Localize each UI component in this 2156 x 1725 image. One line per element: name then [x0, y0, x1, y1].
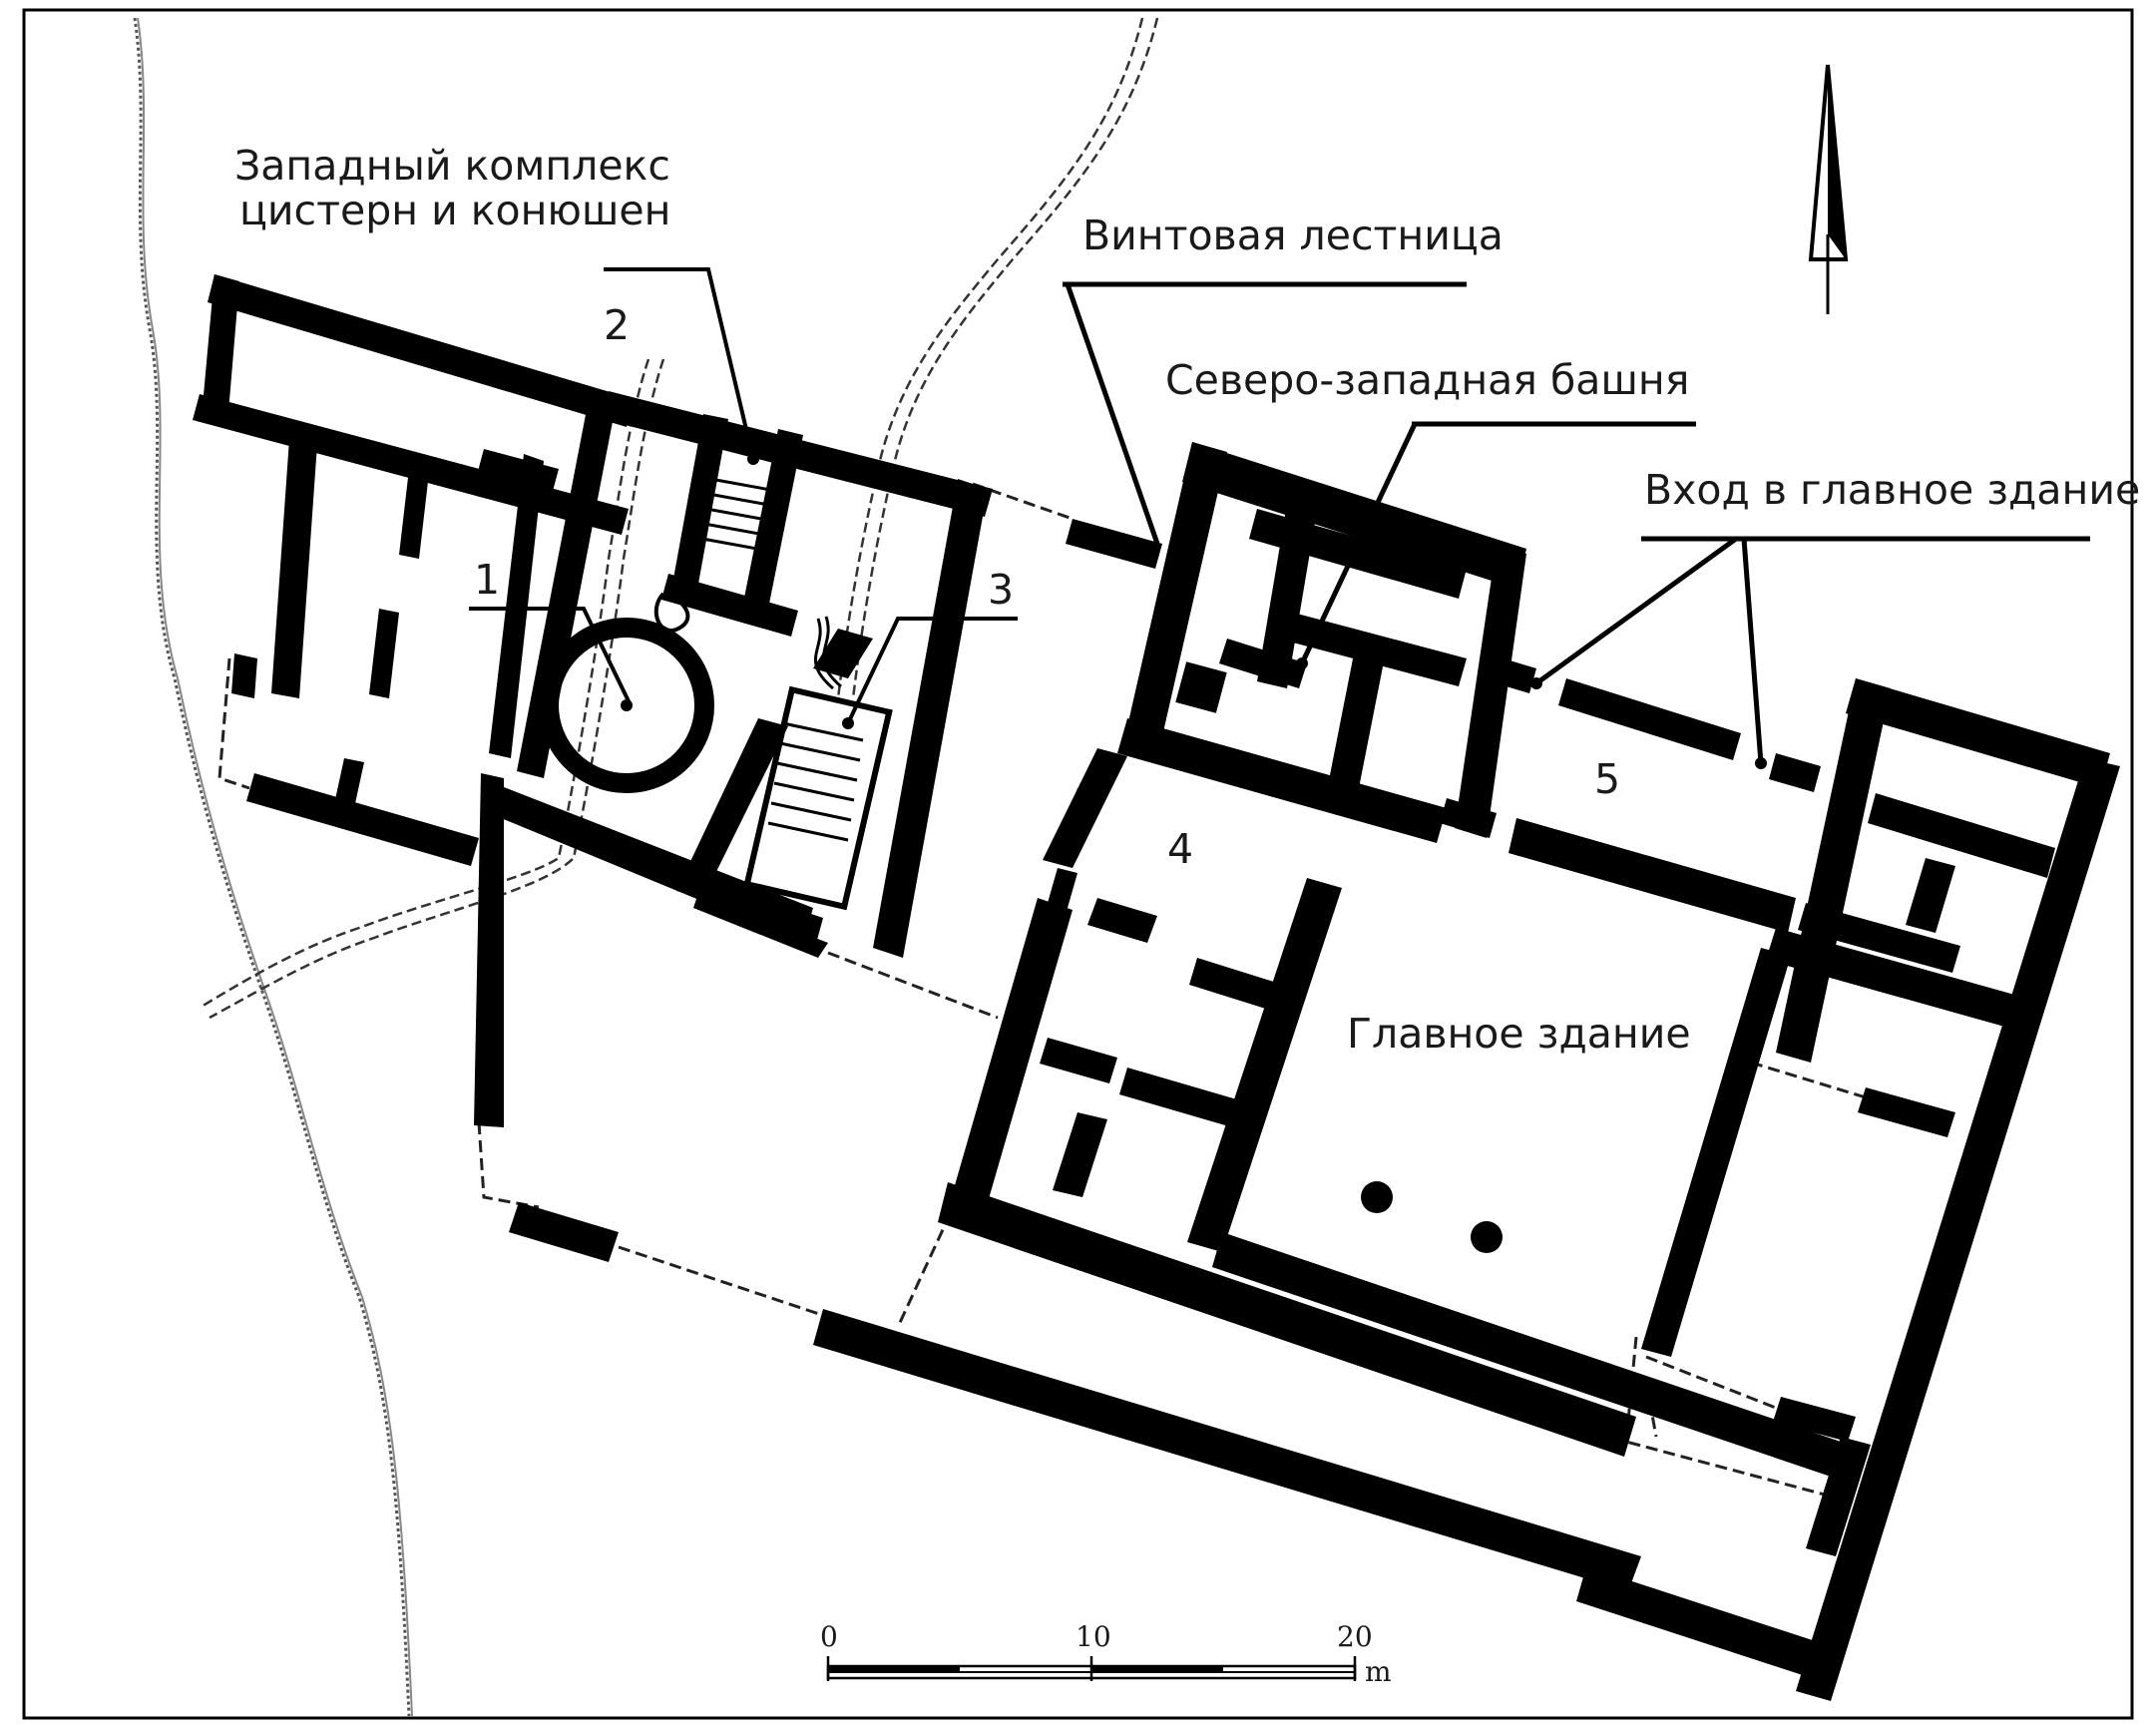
south-wall — [509, 1202, 1831, 1681]
main-building-walls — [938, 653, 2120, 1701]
column — [1471, 1221, 1503, 1253]
room-number-2: 2 — [604, 301, 630, 349]
scale-tick-20: 20 — [1337, 1620, 1373, 1653]
leader-lines — [469, 267, 2090, 769]
north-arrow-icon — [1808, 64, 1849, 314]
plan-frame — [22, 8, 2134, 1720]
path-lines — [199, 17, 1159, 1020]
room-number-1: 1 — [474, 556, 500, 604]
column — [1361, 1181, 1393, 1213]
scale-tick-0: 0 — [820, 1620, 838, 1653]
stairs-3-frame — [743, 685, 893, 911]
scale-tick-10: 10 — [1076, 1620, 1111, 1653]
cistern-block — [539, 391, 993, 958]
entrance-label: Вход в главное здание — [1644, 466, 2140, 514]
west-complex-label-line1: Западный комплекс — [234, 142, 670, 190]
west-complex-walls — [193, 274, 813, 1127]
nw-tower-walls — [1066, 442, 1526, 843]
room-number-3: 3 — [988, 566, 1014, 614]
cistern-ring — [539, 618, 714, 793]
main-building-label: Главное здание — [1347, 1010, 1691, 1058]
scale-bar: 0 10 20 m — [820, 1620, 1392, 1688]
terrain-contour — [137, 17, 413, 1717]
stairs-3 — [767, 721, 864, 842]
nw-tower-label: Северо-западная башня — [1165, 356, 1689, 404]
room-number-5: 5 — [1594, 755, 1620, 803]
terrain-contour — [133, 17, 411, 1717]
west-complex-label-line2: цистерн и конюшен — [239, 187, 670, 234]
spiral-stair-label: Винтовая лестница — [1082, 212, 1504, 259]
scale-unit: m — [1365, 1655, 1392, 1688]
room-number-4: 4 — [1167, 825, 1193, 873]
stairs-2 — [701, 477, 777, 553]
